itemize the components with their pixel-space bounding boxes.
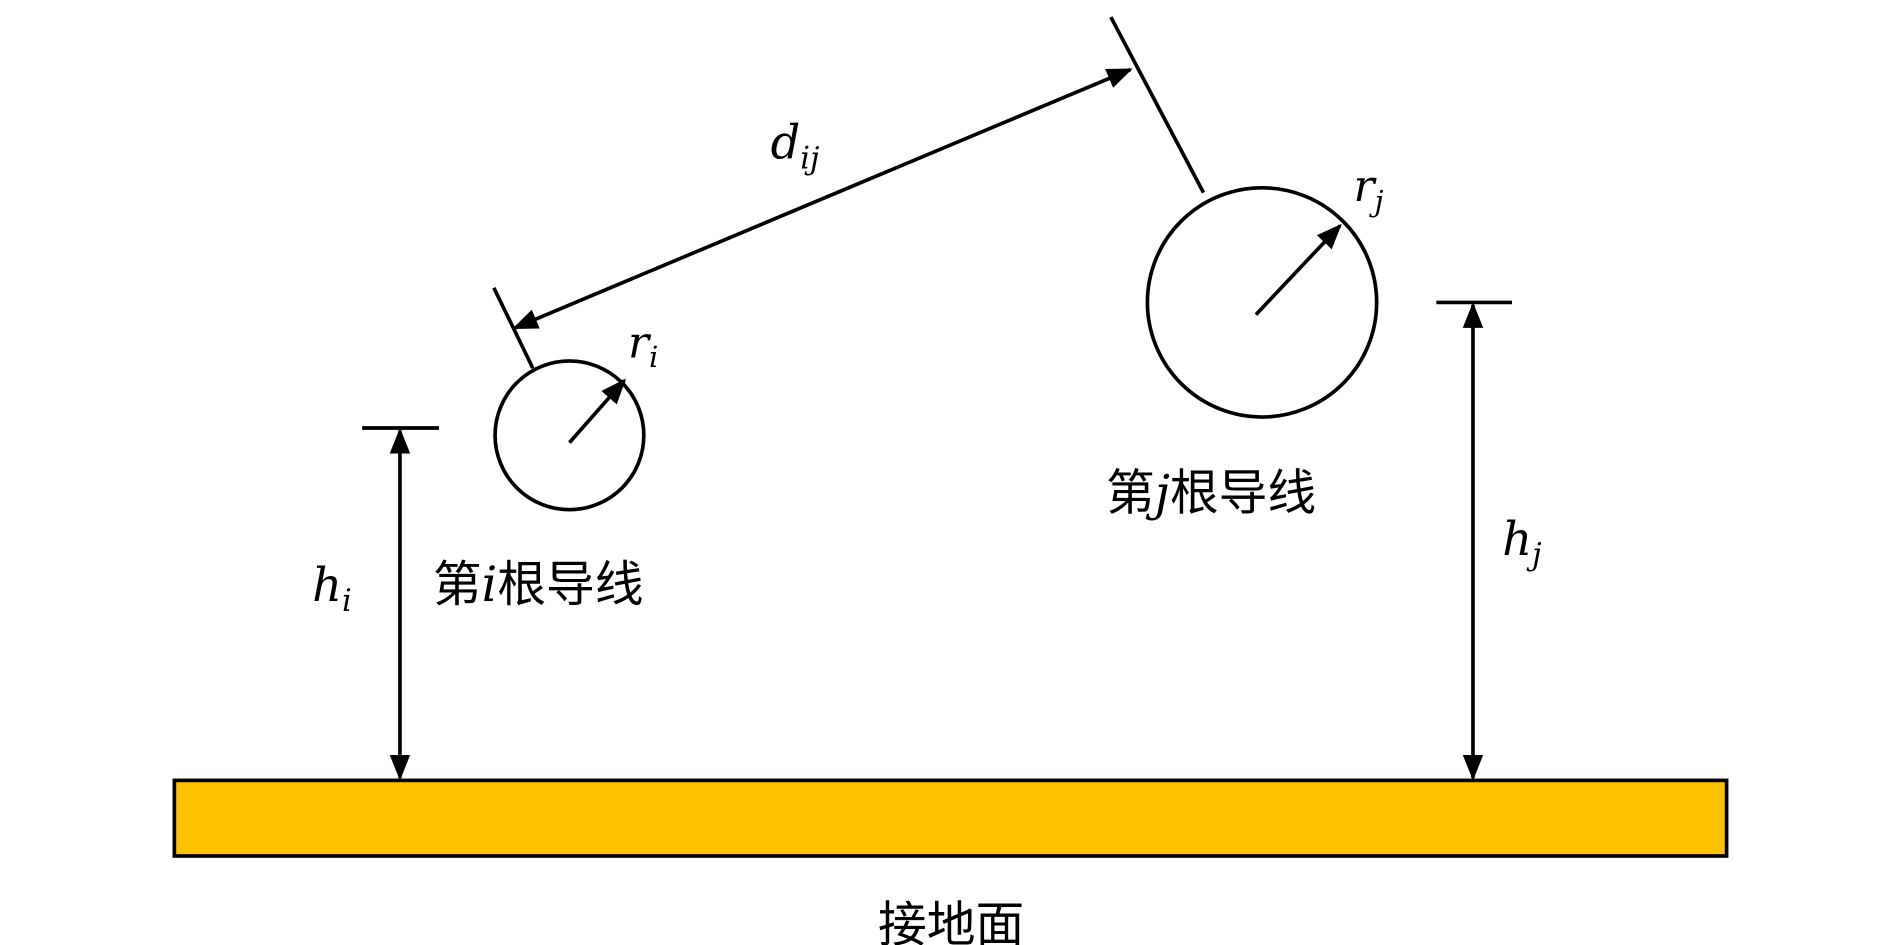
- extension-line-j: [1109, 16, 1206, 194]
- radius-j-label: rj: [1353, 161, 1383, 218]
- ground-label: 接地面: [878, 896, 1024, 945]
- distance-arrow: [512, 67, 1133, 330]
- conductor-i-circle: [493, 359, 646, 512]
- distance-label: dij: [771, 116, 820, 177]
- ground-plane: [172, 778, 1729, 858]
- height-j-label: hj: [1502, 512, 1541, 573]
- conductor-j-label: 第j根导线: [1106, 465, 1316, 522]
- radius-i-arrow: [568, 378, 627, 444]
- height-i-label: hi: [312, 558, 352, 619]
- radius-j-arrow: [1254, 223, 1342, 316]
- conductor-j-circle: [1145, 185, 1379, 419]
- extension-line-i: [492, 286, 535, 370]
- conductor-i-label: 第i根导线: [433, 556, 644, 613]
- radius-i-label: ri: [628, 317, 658, 374]
